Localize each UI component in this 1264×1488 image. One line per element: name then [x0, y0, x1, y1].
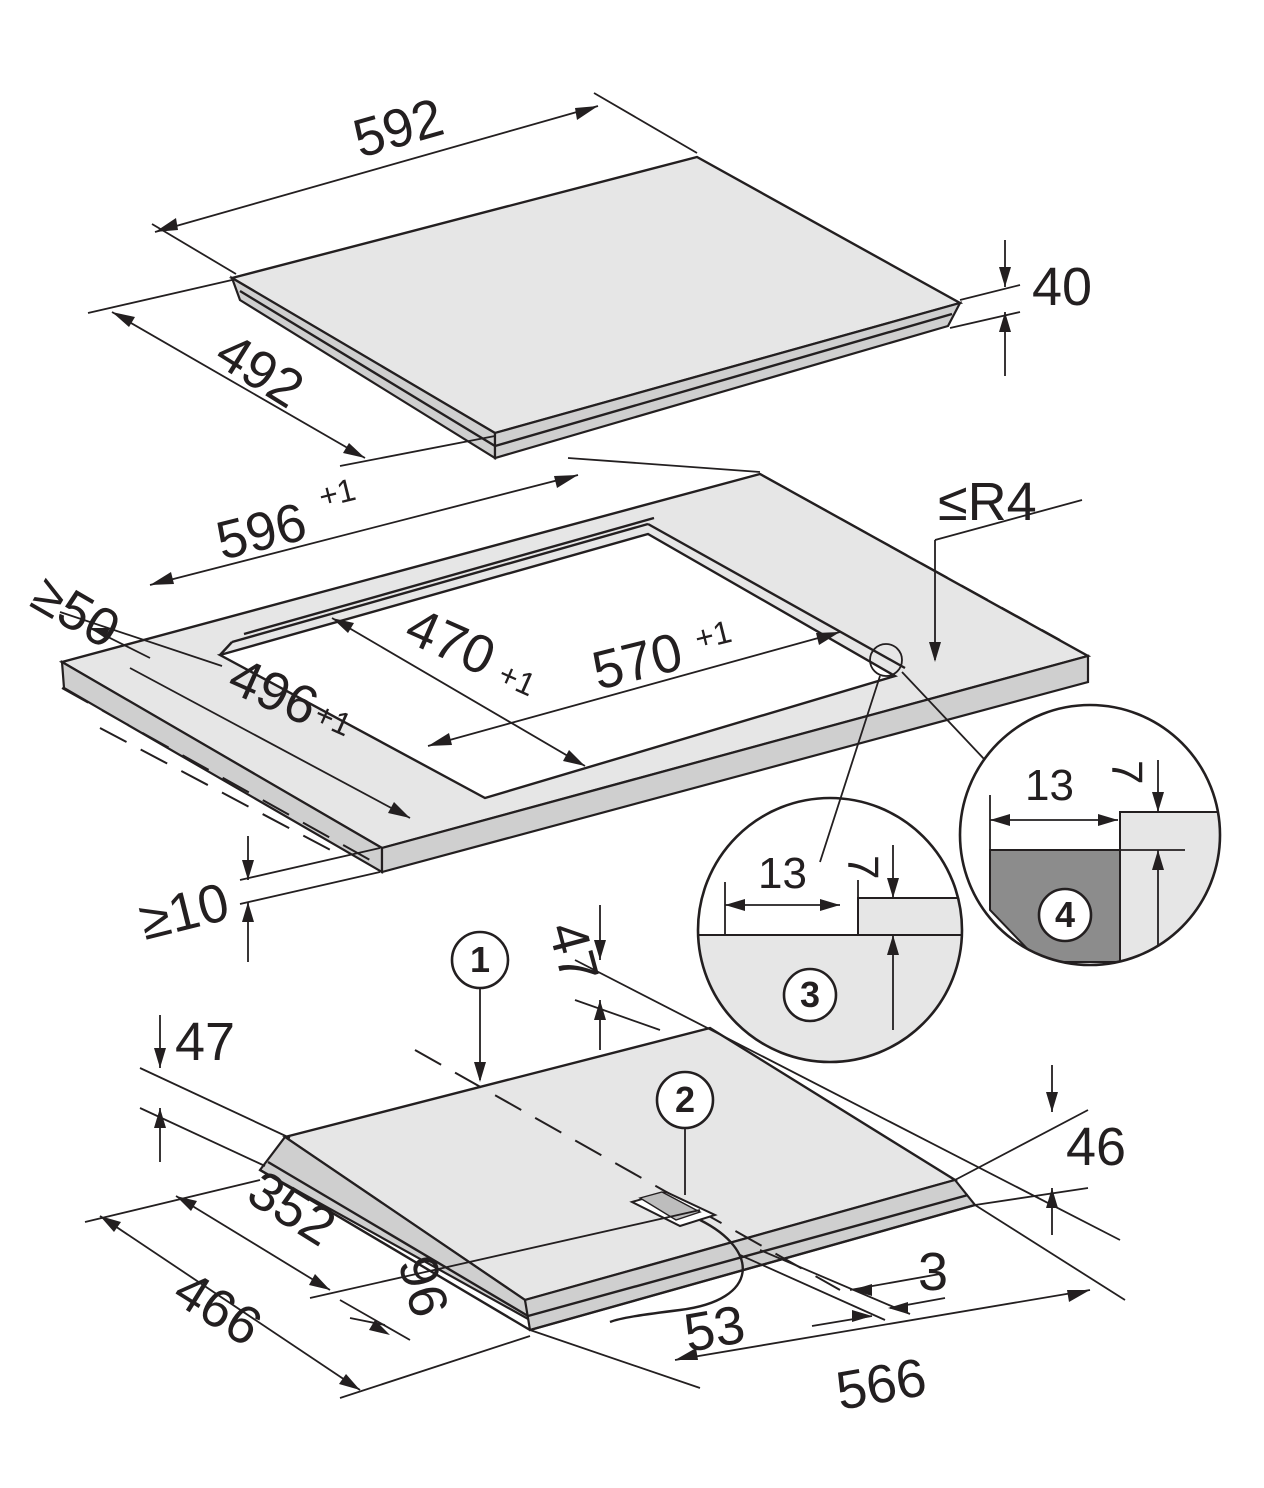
cutout-inner-width-tol: +1 [691, 613, 735, 657]
detail4-marker [1037, 887, 1093, 943]
detail3-marker [782, 967, 838, 1023]
detail4-depth-label: 7 [1102, 760, 1151, 784]
underside-offset-53-3: 53 3 [680, 1242, 948, 1364]
hob-height-dimension: 40 [949, 240, 1092, 376]
callout-1-label: 1 [470, 939, 490, 980]
detail3-leader [819, 675, 881, 863]
hob-drawing [228, 155, 964, 460]
rear-clearance-label: 47 [536, 916, 610, 990]
underside-offset-96: 96 [339, 1250, 460, 1341]
detail-3: 13 7 3 [696, 796, 964, 1064]
front-distance-label: ≥50 [22, 563, 130, 660]
hob-width-label: 592 [347, 87, 450, 170]
worktop-drawing [58, 472, 1092, 874]
cutout-outer-width-tol: +1 [315, 471, 359, 515]
underside-height-dimension: 46 [954, 1065, 1126, 1235]
cutout-outer-width-label: 596 [210, 492, 312, 572]
detail-4: 13 7 4 [958, 703, 1222, 967]
radius-annotation: ≤R4 [929, 472, 1083, 662]
offset-3-label: 3 [918, 1242, 948, 1302]
underside-width-label: 566 [832, 1347, 931, 1422]
worktop-thickness-dimension: ≥10 [133, 836, 381, 962]
detail4-leader [901, 671, 986, 761]
callout-2-label: 2 [675, 1079, 695, 1120]
detail4-marker-label: 4 [1055, 894, 1075, 935]
detail3-width-label: 13 [758, 849, 807, 898]
callout-2: 2 [655, 1070, 715, 1195]
detail3-marker-label: 3 [800, 974, 820, 1015]
underside-depth-label: 466 [164, 1259, 272, 1358]
hob-height-label: 40 [1032, 257, 1092, 317]
left-clearance-label: 47 [175, 1012, 235, 1072]
underside-height-label: 46 [1066, 1117, 1126, 1177]
callout-1: 1 [450, 930, 510, 1082]
radius-label: ≤R4 [938, 472, 1037, 532]
detail3-depth-label: 7 [838, 855, 887, 879]
detail4-width-label: 13 [1025, 761, 1074, 810]
offset-53-label: 53 [680, 1294, 750, 1364]
left-clearance-dimension: 47 [139, 1012, 291, 1167]
worktop-thickness-label: ≥10 [133, 872, 235, 952]
